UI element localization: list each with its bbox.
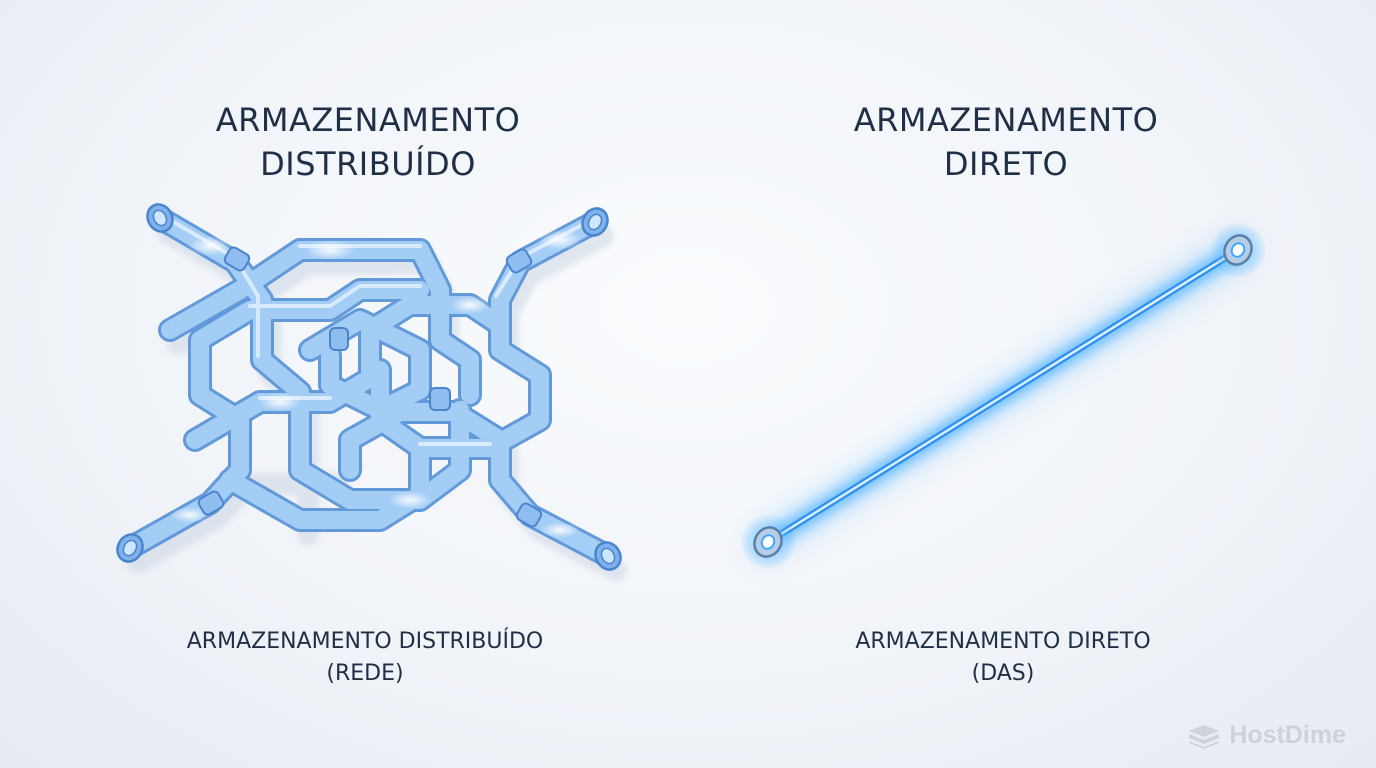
distributed-storage-title: ARMAZENAMENTO DISTRIBUÍDO xyxy=(168,98,568,186)
brand-name: HostDime xyxy=(1229,721,1346,749)
direct-caption-line-2: (DAS) xyxy=(971,661,1035,686)
pipe-end-caps xyxy=(116,203,622,571)
direct-caption-line-1: ARMAZENAMENTO DIRETO xyxy=(855,629,1151,654)
pipe-couplings xyxy=(197,246,543,528)
distributed-storage-caption: ARMAZENAMENTO DISTRIBUÍDO (REDE) xyxy=(115,626,615,690)
server-stack-icon xyxy=(1189,724,1220,749)
distributed-caption-line-1: ARMAZENAMENTO DISTRIBUÍDO xyxy=(186,629,544,654)
distributed-caption-line-2: (REDE) xyxy=(326,661,404,686)
straight-laser-line-illustration xyxy=(740,222,1266,570)
direct-title-line-2: DIRETO xyxy=(943,145,1069,183)
distributed-title-line-1: ARMAZENAMENTO xyxy=(215,101,521,139)
laser-beam xyxy=(753,235,1253,557)
hostdime-watermark: HostDime xyxy=(1187,721,1346,750)
pipe-glow-spots xyxy=(170,230,582,538)
tangled-pipes-illustration xyxy=(116,203,627,581)
direct-title-line-1: ARMAZENAMENTO xyxy=(853,101,1159,139)
laser-end-caps xyxy=(740,222,1266,570)
tangled-pipes xyxy=(118,206,620,568)
distributed-title-line-2: DISTRIBUÍDO xyxy=(260,145,476,183)
direct-storage-caption: ARMAZENAMENTO DIRETO (DAS) xyxy=(753,626,1253,690)
direct-storage-title: ARMAZENAMENTO DIRETO xyxy=(806,98,1206,186)
distributed-storage-panel: ARMAZENAMENTO DISTRIBUÍDO xyxy=(115,98,627,690)
direct-storage-panel: ARMAZENAMENTO DIRETO xyxy=(688,0,1376,768)
